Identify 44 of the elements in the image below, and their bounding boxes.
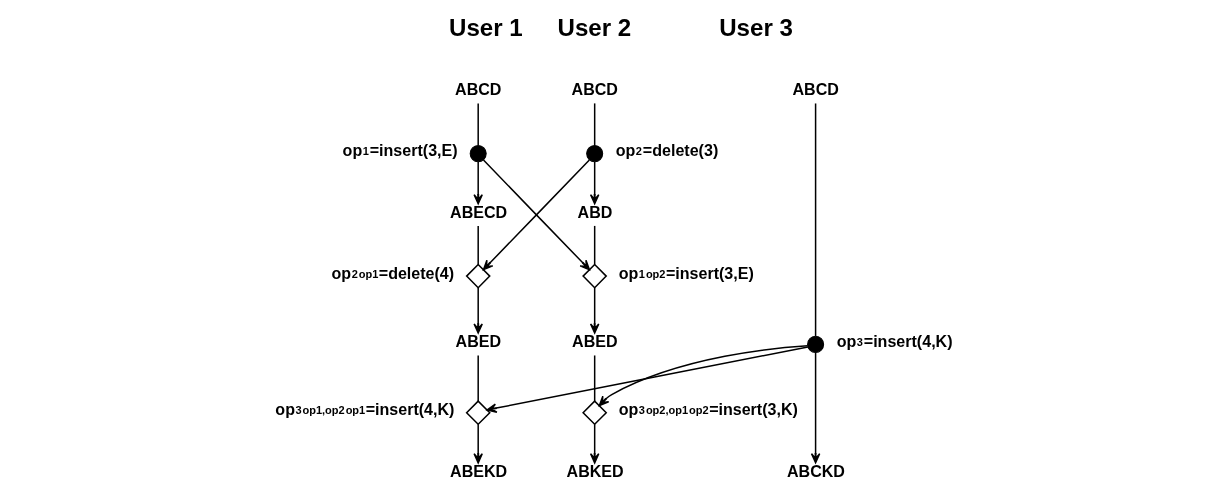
node-circle (586, 144, 604, 162)
node-diamond (582, 399, 608, 425)
label: User 2 (557, 13, 632, 41)
node-text: ABKED (566, 461, 624, 480)
connector (593, 224, 596, 265)
node-label: op3op2,op1op2=insert(3,K) (618, 399, 798, 418)
label: User 1 (449, 13, 523, 41)
node-text: ABCD (455, 79, 502, 98)
node-text: ABCD (792, 79, 839, 98)
connector (477, 354, 479, 402)
node-diamond (465, 263, 491, 289)
node-text: ABECD (450, 202, 508, 221)
node-diamond (465, 399, 491, 425)
node-label: op2=delete(3) (615, 140, 719, 159)
node-text: ABD (577, 202, 613, 221)
node-text: ABED (572, 331, 618, 350)
node-label: op3=insert(4,K) (836, 331, 953, 350)
arrow (482, 158, 591, 270)
node-label: op3op1,op2op1=insert(4,K) (275, 399, 455, 418)
connector (477, 102, 479, 146)
node-circle (469, 144, 487, 162)
connector (593, 354, 596, 402)
arrow (589, 423, 600, 464)
arrow (473, 286, 483, 334)
connector (593, 102, 596, 146)
node-label: op1op2=insert(3,E) (618, 263, 754, 282)
arrow (473, 160, 483, 204)
node-text: ABCKD (786, 461, 845, 480)
arrow (598, 344, 809, 406)
node-label: op2op1=delete(4) (331, 263, 455, 282)
arrow (589, 286, 600, 334)
label: User 3 (719, 13, 793, 41)
arrow (473, 423, 483, 464)
node-label: op1=insert(3,E) (342, 140, 458, 159)
arrow (589, 160, 600, 204)
node-text: ABED (455, 331, 502, 350)
node-text: ABEKD (450, 461, 508, 480)
node-circle (807, 335, 825, 353)
node-text: ABCD (571, 79, 618, 98)
arrow (810, 351, 821, 463)
arrow (486, 345, 809, 413)
connector (477, 224, 479, 265)
connector (814, 102, 817, 337)
node-diamond (582, 263, 608, 289)
